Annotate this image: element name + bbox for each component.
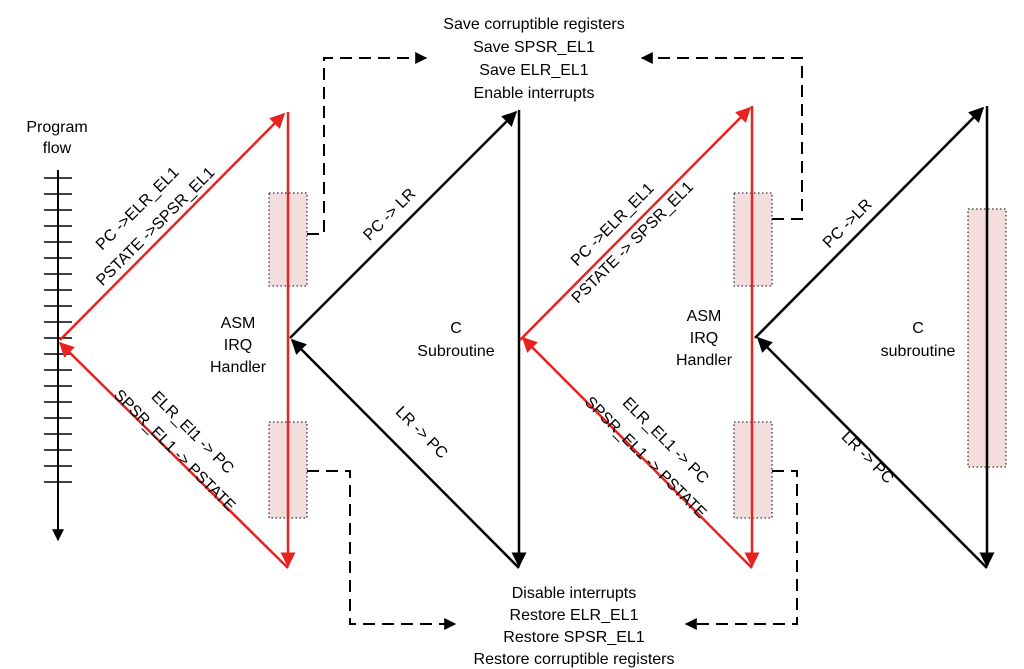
first-handler-line-1: ASM <box>221 315 256 332</box>
top-note-line-3: Save ELR_EL1 <box>479 62 589 79</box>
first-handler-label: ASM IRQ Handler <box>210 315 267 376</box>
first-irq-triangle <box>58 112 296 569</box>
second-call-triangle <box>754 106 995 569</box>
first-call-label: PC -> LR <box>360 185 419 244</box>
second-subroutine-line-1: C <box>912 320 924 337</box>
first-handler-line-2: IRQ <box>224 337 252 354</box>
axis-label-program: Program <box>26 119 87 136</box>
restore-connector-2 <box>684 470 798 630</box>
second-return-label: LR -> PC <box>838 428 897 487</box>
bottom-note-line-1: Disable interrupts <box>512 585 637 602</box>
second-handler-label: ASM IRQ Handler <box>676 308 733 369</box>
second-handler-line-3: Handler <box>676 352 733 369</box>
axis-label-flow: flow <box>43 140 72 157</box>
second-subroutine-label: C subroutine <box>881 320 956 360</box>
first-subroutine-label: C Subroutine <box>417 320 494 360</box>
bottom-note: Disable interrupts Restore ELR_EL1 Resto… <box>474 585 675 668</box>
bottom-note-line-3: Restore SPSR_EL1 <box>503 629 645 646</box>
bottom-note-line-4: Restore corruptible registers <box>474 651 675 668</box>
first-return-label: LR -> PC <box>392 403 451 462</box>
second-handler-line-1: ASM <box>687 308 722 325</box>
restore-connector-1 <box>307 470 457 630</box>
dashed-connectors <box>307 52 803 630</box>
second-subroutine-line-2: subroutine <box>881 343 956 360</box>
first-handler-line-3: Handler <box>210 359 267 376</box>
top-note-line-4: Enable interrupts <box>474 85 595 102</box>
program-flow-axis: Program flow <box>26 119 88 542</box>
top-note: Save corruptible registers Save SPSR_EL1… <box>443 16 624 102</box>
top-note-line-2: Save SPSR_EL1 <box>473 39 595 56</box>
second-irq-triangle <box>519 106 760 569</box>
top-note-line-1: Save corruptible registers <box>443 16 624 33</box>
second-handler-line-2: IRQ <box>690 330 718 347</box>
save-connector-1 <box>307 52 428 235</box>
first-subroutine-line-1: C <box>450 320 462 337</box>
bottom-note-line-2: Restore ELR_EL1 <box>510 607 639 624</box>
first-subroutine-line-2: Subroutine <box>417 343 494 360</box>
save-connector-2 <box>640 52 803 220</box>
first-call-triangle <box>289 110 527 569</box>
